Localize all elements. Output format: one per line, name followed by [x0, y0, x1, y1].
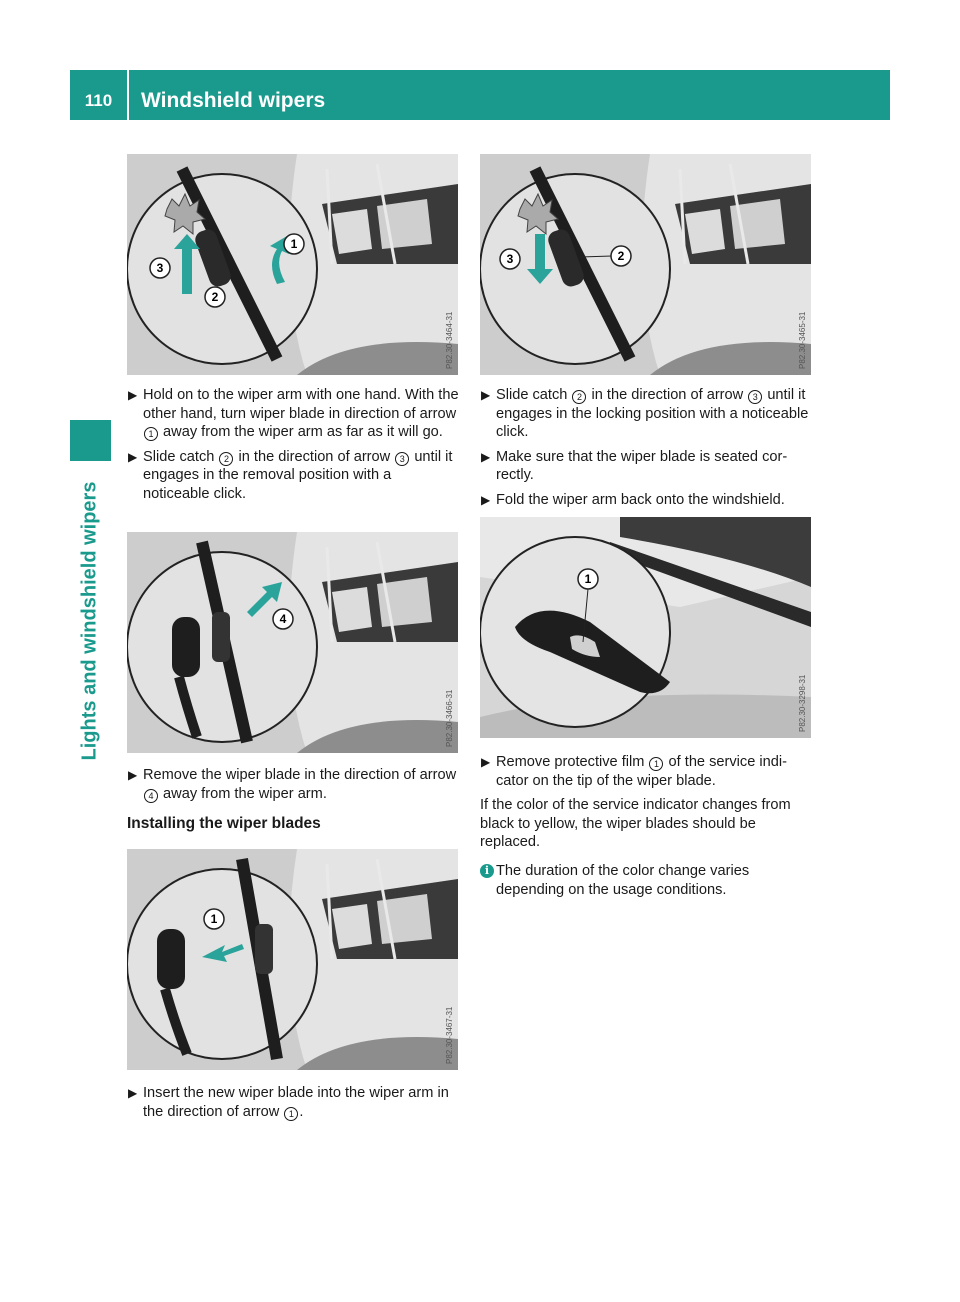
callout-number: 4 — [144, 788, 158, 803]
illustration: 1 P82.30-3298-31 — [480, 517, 811, 738]
right-column-steps-b: ▶ Remove protective film 1 of the servic… — [480, 753, 812, 899]
callout-4: 4 — [280, 612, 287, 626]
body-paragraph: If the color of the service indicator ch… — [480, 797, 791, 851]
left-column-steps-a: ▶ Hold on to the wiper arm with one hand… — [127, 386, 459, 510]
callout-number: 2 — [572, 390, 587, 404]
instruction-step: ▶ Remove protective film 1 of the servic… — [480, 753, 812, 790]
step-text: Make sure that the wiper blade is seated… — [496, 448, 788, 484]
page-number: 110 — [84, 91, 113, 110]
info-icon: i — [480, 863, 494, 878]
callout-number: 3 — [748, 390, 763, 404]
step-text: in the direction of arrow — [234, 448, 395, 465]
figure-code: P82.30-3466-31 — [445, 689, 454, 747]
step-arrow-icon: ▶ — [128, 1086, 138, 1100]
step-text: until it engages in the locking position… — [496, 387, 809, 441]
step-text: until it engages in the removal position… — [143, 448, 453, 502]
step-text: Insert the new wiper blade into the wipe… — [143, 1085, 449, 1120]
figure-wiper-lock: 3 2 P82.30-3465-31 — [480, 154, 811, 375]
callout-1: 1 — [585, 572, 592, 586]
step-arrow-icon: ▶ — [128, 388, 138, 402]
callout-1: 1 — [211, 912, 218, 926]
callout-number: 3 — [395, 451, 410, 466]
instruction-step: ▶ Slide catch 2 in the direction of arro… — [127, 448, 459, 504]
step-text: Fold the wiper arm back onto the windshi… — [496, 491, 785, 508]
instruction-step: ▶ Remove the wiper blade in the directio… — [127, 766, 459, 803]
illustration: 3 2 1 P82.30-3464-31 — [127, 154, 458, 375]
step-arrow-icon: ▶ — [481, 449, 491, 464]
step-text: of the service indi- cator on the tip of… — [496, 754, 787, 789]
instruction-step: ▶ Make sure that the wiper blade is seat… — [480, 448, 812, 485]
figure-code: P82.30-3298-31 — [798, 674, 807, 732]
figure-wiper-removal-pull: 4 P82.30-3466-31 — [127, 532, 458, 753]
figure-code: P82.30-3467-31 — [445, 1006, 454, 1064]
step-arrow-icon: ▶ — [481, 388, 491, 402]
note-text: The duration of the color change varies … — [496, 862, 750, 898]
callout-2: 2 — [212, 290, 219, 304]
step-arrow-icon: ▶ — [128, 449, 138, 464]
step-text: Remove protective film — [496, 754, 649, 770]
illustration: 4 P82.30-3466-31 — [127, 532, 458, 753]
right-column-steps-a: ▶ Slide catch 2 in the direction of arro… — [480, 386, 812, 516]
callout-3: 3 — [507, 252, 514, 266]
step-arrow-icon: ▶ — [481, 755, 491, 769]
callout-number: 1 — [649, 757, 664, 771]
callout-2: 2 — [618, 249, 625, 263]
step-text: away from the wiper arm. — [159, 785, 327, 802]
step-text: in the direction of arrow — [587, 387, 748, 403]
step-text: Slide catch — [496, 387, 572, 403]
instruction-step: ▶ Fold the wiper arm back onto the winds… — [480, 491, 812, 510]
instruction-step: ▶ Slide catch 2 in the direction of arro… — [480, 386, 812, 442]
chapter-tab-label: Lights and windshield wipers — [78, 481, 101, 761]
step-arrow-icon: ▶ — [481, 492, 491, 507]
figure-wiper-insert: 1 P82.30-3467-31 — [127, 849, 458, 1070]
figure-code: P82.30-3464-31 — [445, 311, 454, 369]
figure-service-indicator: 1 P82.30-3298-31 — [480, 517, 811, 738]
section-title: Windshield wipers — [141, 89, 326, 112]
figure-code: P82.30-3465-31 — [798, 311, 807, 369]
header-divider — [127, 70, 129, 120]
callout-number: 2 — [219, 451, 234, 466]
info-note: i The duration of the color change varie… — [480, 862, 812, 899]
callout-number: 1 — [144, 427, 158, 442]
instruction-step: ▶ Hold on to the wiper arm with one hand… — [127, 386, 459, 442]
chapter-tab: Lights and windshield wipers — [70, 476, 111, 766]
step-text: Hold on to the wiper arm with one hand. … — [143, 387, 459, 422]
callout-1: 1 — [291, 237, 298, 251]
callout-number: 1 — [284, 1106, 299, 1121]
figure-wiper-removal-turn: 3 2 1 P82.30-3464-31 — [127, 154, 458, 375]
step-text: Remove the wiper blade in the direction … — [143, 767, 457, 783]
step-text: Slide catch — [143, 448, 219, 465]
step-arrow-icon: ▶ — [128, 768, 138, 782]
chapter-marker — [70, 420, 111, 461]
step-text: away from the wiper arm as far as it wil… — [159, 424, 443, 441]
illustration: 3 2 P82.30-3465-31 — [480, 154, 811, 375]
left-column-steps-b: ▶ Remove the wiper blade in the directio… — [127, 766, 459, 834]
illustration: 1 P82.30-3467-31 — [127, 849, 458, 1070]
callout-3: 3 — [157, 261, 164, 275]
subheading: Installing the wiper blades — [127, 815, 321, 833]
instruction-step: ▶ Insert the new wiper blade into the wi… — [127, 1084, 459, 1121]
left-column-steps-c: ▶ Insert the new wiper blade into the wi… — [127, 1084, 459, 1127]
header-bar — [70, 70, 890, 120]
step-text: . — [299, 1103, 304, 1120]
